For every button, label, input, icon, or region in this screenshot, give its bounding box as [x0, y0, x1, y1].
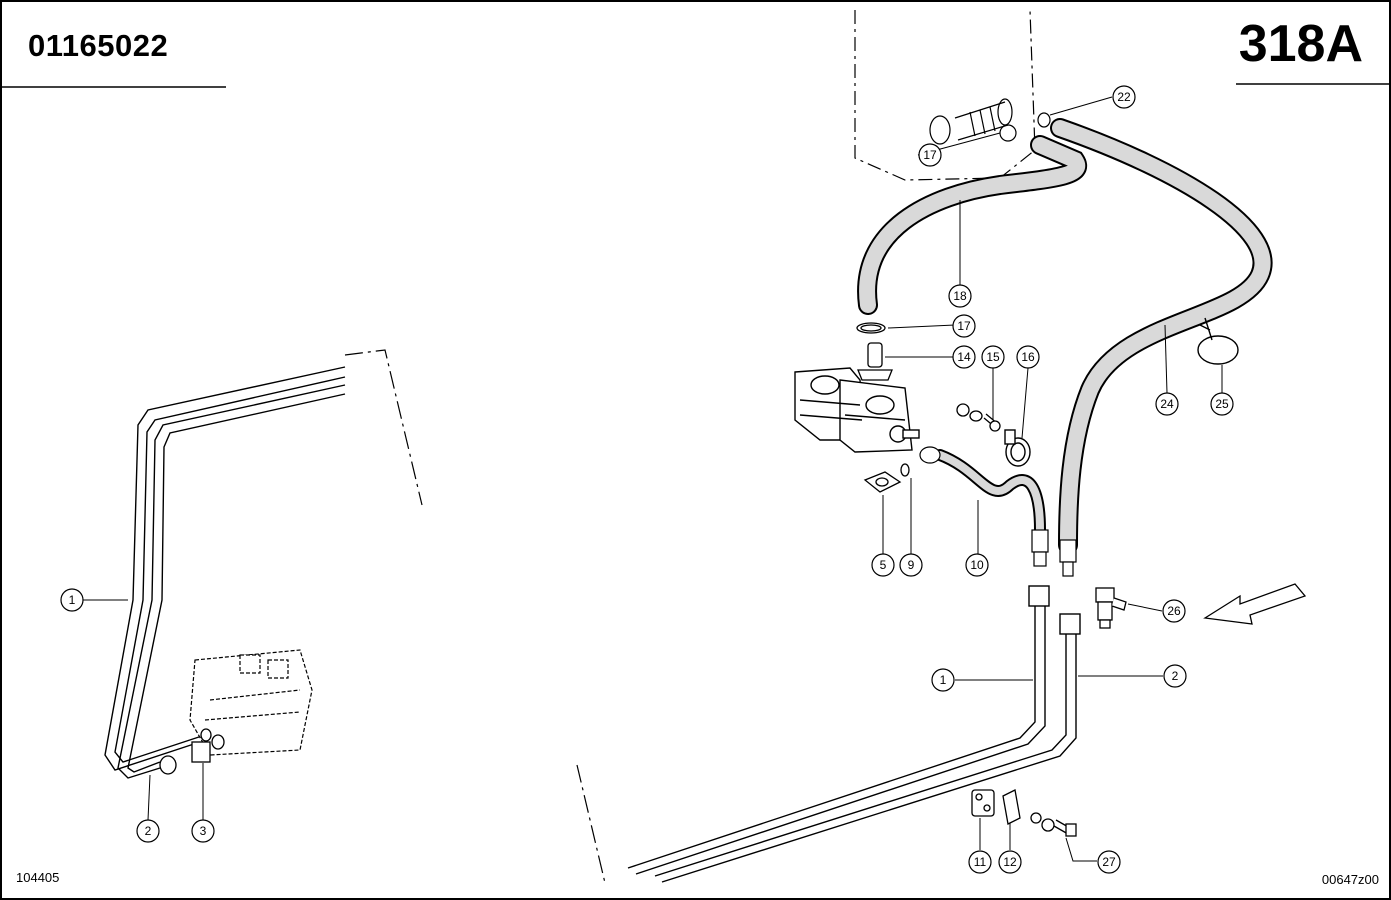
- svg-text:17: 17: [923, 148, 937, 162]
- fitting-2-left: [159, 755, 177, 775]
- svg-text:11: 11: [974, 855, 987, 869]
- control-valve: [189, 649, 313, 756]
- page-code: 318A: [1238, 15, 1363, 73]
- svg-text:3: 3: [200, 824, 207, 838]
- svg-text:27: 27: [1102, 855, 1116, 869]
- hose-10: [919, 446, 1049, 567]
- callout-14: 14: [952, 345, 976, 369]
- tank-fitting: [929, 98, 1051, 145]
- svg-text:2: 2: [1172, 669, 1179, 683]
- direction-arrow: [1203, 583, 1307, 625]
- bracket-11: [971, 789, 995, 817]
- callout-17-top: 17: [918, 143, 942, 167]
- callout-18: 18: [948, 284, 972, 308]
- svg-text:22: 22: [1117, 90, 1131, 104]
- clamp-17: [856, 322, 886, 334]
- svg-text:14: 14: [957, 350, 971, 364]
- clamp-25: [1197, 317, 1239, 365]
- svg-text:12: 12: [1003, 855, 1017, 869]
- callout-16: 16: [1016, 345, 1040, 369]
- callout-2-left: 2: [136, 819, 160, 843]
- callout-22: 22: [1112, 85, 1136, 109]
- svg-text:24: 24: [1160, 397, 1174, 411]
- svg-text:16: 16: [1021, 350, 1035, 364]
- callout-17-bottom: 17: [952, 314, 976, 338]
- flange-5: [863, 471, 902, 493]
- svg-text:26: 26: [1167, 604, 1181, 618]
- part-number: 01165022: [28, 28, 169, 63]
- clamp-16: [1004, 429, 1031, 467]
- callout-5: 5: [871, 553, 895, 577]
- footer-ref-left: 104405: [16, 870, 60, 885]
- footer-ref-right: 00647z00: [1321, 872, 1379, 887]
- svg-text:5: 5: [880, 558, 887, 572]
- svg-text:1: 1: [940, 673, 947, 687]
- callout-25: 25: [1210, 392, 1234, 416]
- hydraulic-pump: [794, 367, 920, 453]
- tank-outline: [854, 9, 1036, 181]
- clip-12: [1002, 789, 1021, 825]
- callout-26: 26: [1162, 599, 1186, 623]
- pipe-2-left: [117, 384, 346, 779]
- hose-24: [1050, 118, 1273, 577]
- o-ring-9: [900, 463, 910, 477]
- callout-3: 3: [191, 819, 215, 843]
- callout-24: 24: [1155, 392, 1179, 416]
- callout-12: 12: [998, 850, 1022, 874]
- pipe-1-left: [104, 366, 346, 771]
- tee-fitting-26: [1095, 587, 1127, 629]
- svg-text:15: 15: [986, 350, 1000, 364]
- fitting-14: [857, 342, 893, 381]
- callout-15: 15: [981, 345, 1005, 369]
- pipe-2-right: [654, 613, 1081, 883]
- bolt-27: [1030, 812, 1077, 837]
- svg-text:17: 17: [957, 319, 971, 333]
- cab-edge-lines: [344, 349, 606, 884]
- svg-text:18: 18: [953, 289, 967, 303]
- svg-text:9: 9: [908, 558, 915, 572]
- pipe-1-right: [627, 585, 1050, 875]
- callout-1-left: 1: [60, 588, 84, 612]
- callout-27: 27: [1097, 850, 1121, 874]
- callout-11: 11: [968, 850, 992, 874]
- svg-text:25: 25: [1215, 397, 1229, 411]
- callout-9: 9: [899, 553, 923, 577]
- svg-text:1: 1: [69, 593, 76, 607]
- callout-2-right: 2: [1163, 664, 1187, 688]
- fitting-3: [191, 728, 225, 763]
- bolt-15: [956, 403, 1001, 432]
- svg-text:10: 10: [970, 558, 984, 572]
- svg-text:2: 2: [145, 824, 152, 838]
- hose-18: [857, 135, 1087, 315]
- callout-10: 10: [965, 553, 989, 577]
- leader-lines: [83, 96, 1223, 862]
- callout-1-right: 1: [931, 668, 955, 692]
